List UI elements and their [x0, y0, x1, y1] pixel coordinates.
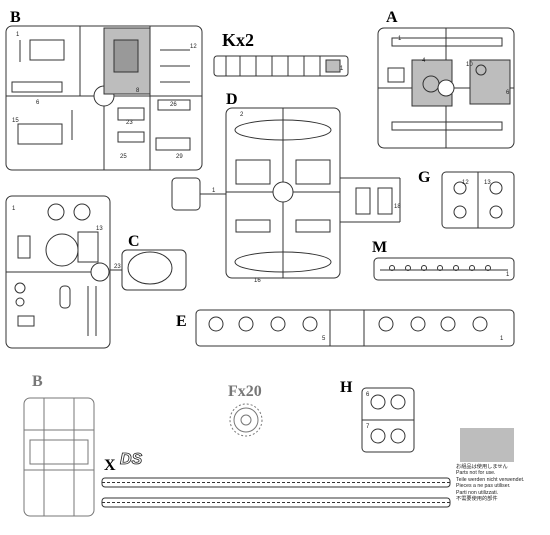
sprue-label-g: G	[418, 169, 431, 186]
part-number: 15	[12, 118, 19, 124]
sprue-label-f: Fx20	[228, 383, 262, 400]
part-number: 29	[176, 154, 183, 160]
sprue-m	[373, 257, 515, 281]
note-line: Teile werden nicht verwendet.	[456, 476, 525, 483]
part-number: 10	[466, 62, 473, 68]
part-number: 6	[506, 90, 510, 96]
part-number: 1	[12, 206, 16, 212]
sprue-label-b-hull: B	[32, 373, 43, 390]
sprue-label-k: Kx2	[222, 30, 254, 50]
sprue-k	[213, 55, 349, 77]
note-line: Parti non utilizzati.	[456, 489, 499, 496]
part-number: 13	[484, 180, 491, 186]
sprue-label-m: M	[372, 239, 387, 256]
sprue-label-a: A	[386, 9, 398, 26]
part-numbers: 1 6 8 12 15 23 25 26 29 1 1 4 6 10 1 2 1…	[12, 32, 510, 430]
sprue-label-d: D	[226, 91, 238, 108]
part-number: 1	[340, 66, 344, 72]
part-number: 1	[506, 272, 510, 278]
ds-logo: DS	[120, 451, 143, 468]
part-number: 6	[366, 392, 370, 398]
sprue-f-wheel	[229, 403, 263, 437]
part-number: 2	[240, 112, 244, 118]
note-line: 不需要使用的部件	[456, 496, 498, 503]
track-links	[101, 477, 451, 508]
part-number: 23	[114, 264, 121, 270]
sprue-g	[441, 171, 515, 229]
sprue-e	[195, 309, 515, 347]
sprue-d	[171, 107, 401, 279]
note-line: お組品は使用しません	[456, 464, 508, 470]
part-number: 1	[212, 188, 216, 194]
sprue-label-b: B	[10, 9, 21, 26]
part-number: 1	[500, 336, 504, 342]
note-line: Parts not for use.	[456, 470, 496, 477]
sprue-label-e: E	[176, 313, 187, 330]
note-line: Pieces a ne pas utiliser.	[456, 483, 511, 490]
part-number: 12	[462, 180, 469, 186]
part-number: 6	[36, 100, 40, 106]
unused-parts-note: お組品は使用しません Parts not for use. Teile werd…	[456, 464, 548, 502]
part-number: 12	[190, 44, 197, 50]
unused-parts-swatch	[460, 428, 514, 462]
part-number: 16	[254, 278, 261, 284]
part-number: 23	[126, 120, 133, 126]
sprue-c	[5, 195, 187, 349]
sprue-label-x: X	[104, 457, 116, 474]
sprue-a	[377, 27, 515, 149]
sprue-h	[361, 387, 415, 453]
part-number: 25	[120, 154, 127, 160]
part-number: 1	[16, 32, 20, 38]
sprue-label-c: C	[128, 233, 140, 250]
part-number: 18	[394, 204, 401, 210]
part-number: 7	[366, 424, 370, 430]
part-number: 8	[136, 88, 140, 94]
part-number: 26	[170, 102, 177, 108]
sprue-b-hull	[23, 397, 95, 517]
part-number: 4	[422, 58, 426, 64]
sprue-label-h: H	[340, 379, 353, 396]
part-number: 5	[322, 336, 326, 342]
part-number: 1	[398, 36, 402, 42]
sprue-b	[5, 25, 203, 171]
part-number: 13	[96, 226, 103, 232]
